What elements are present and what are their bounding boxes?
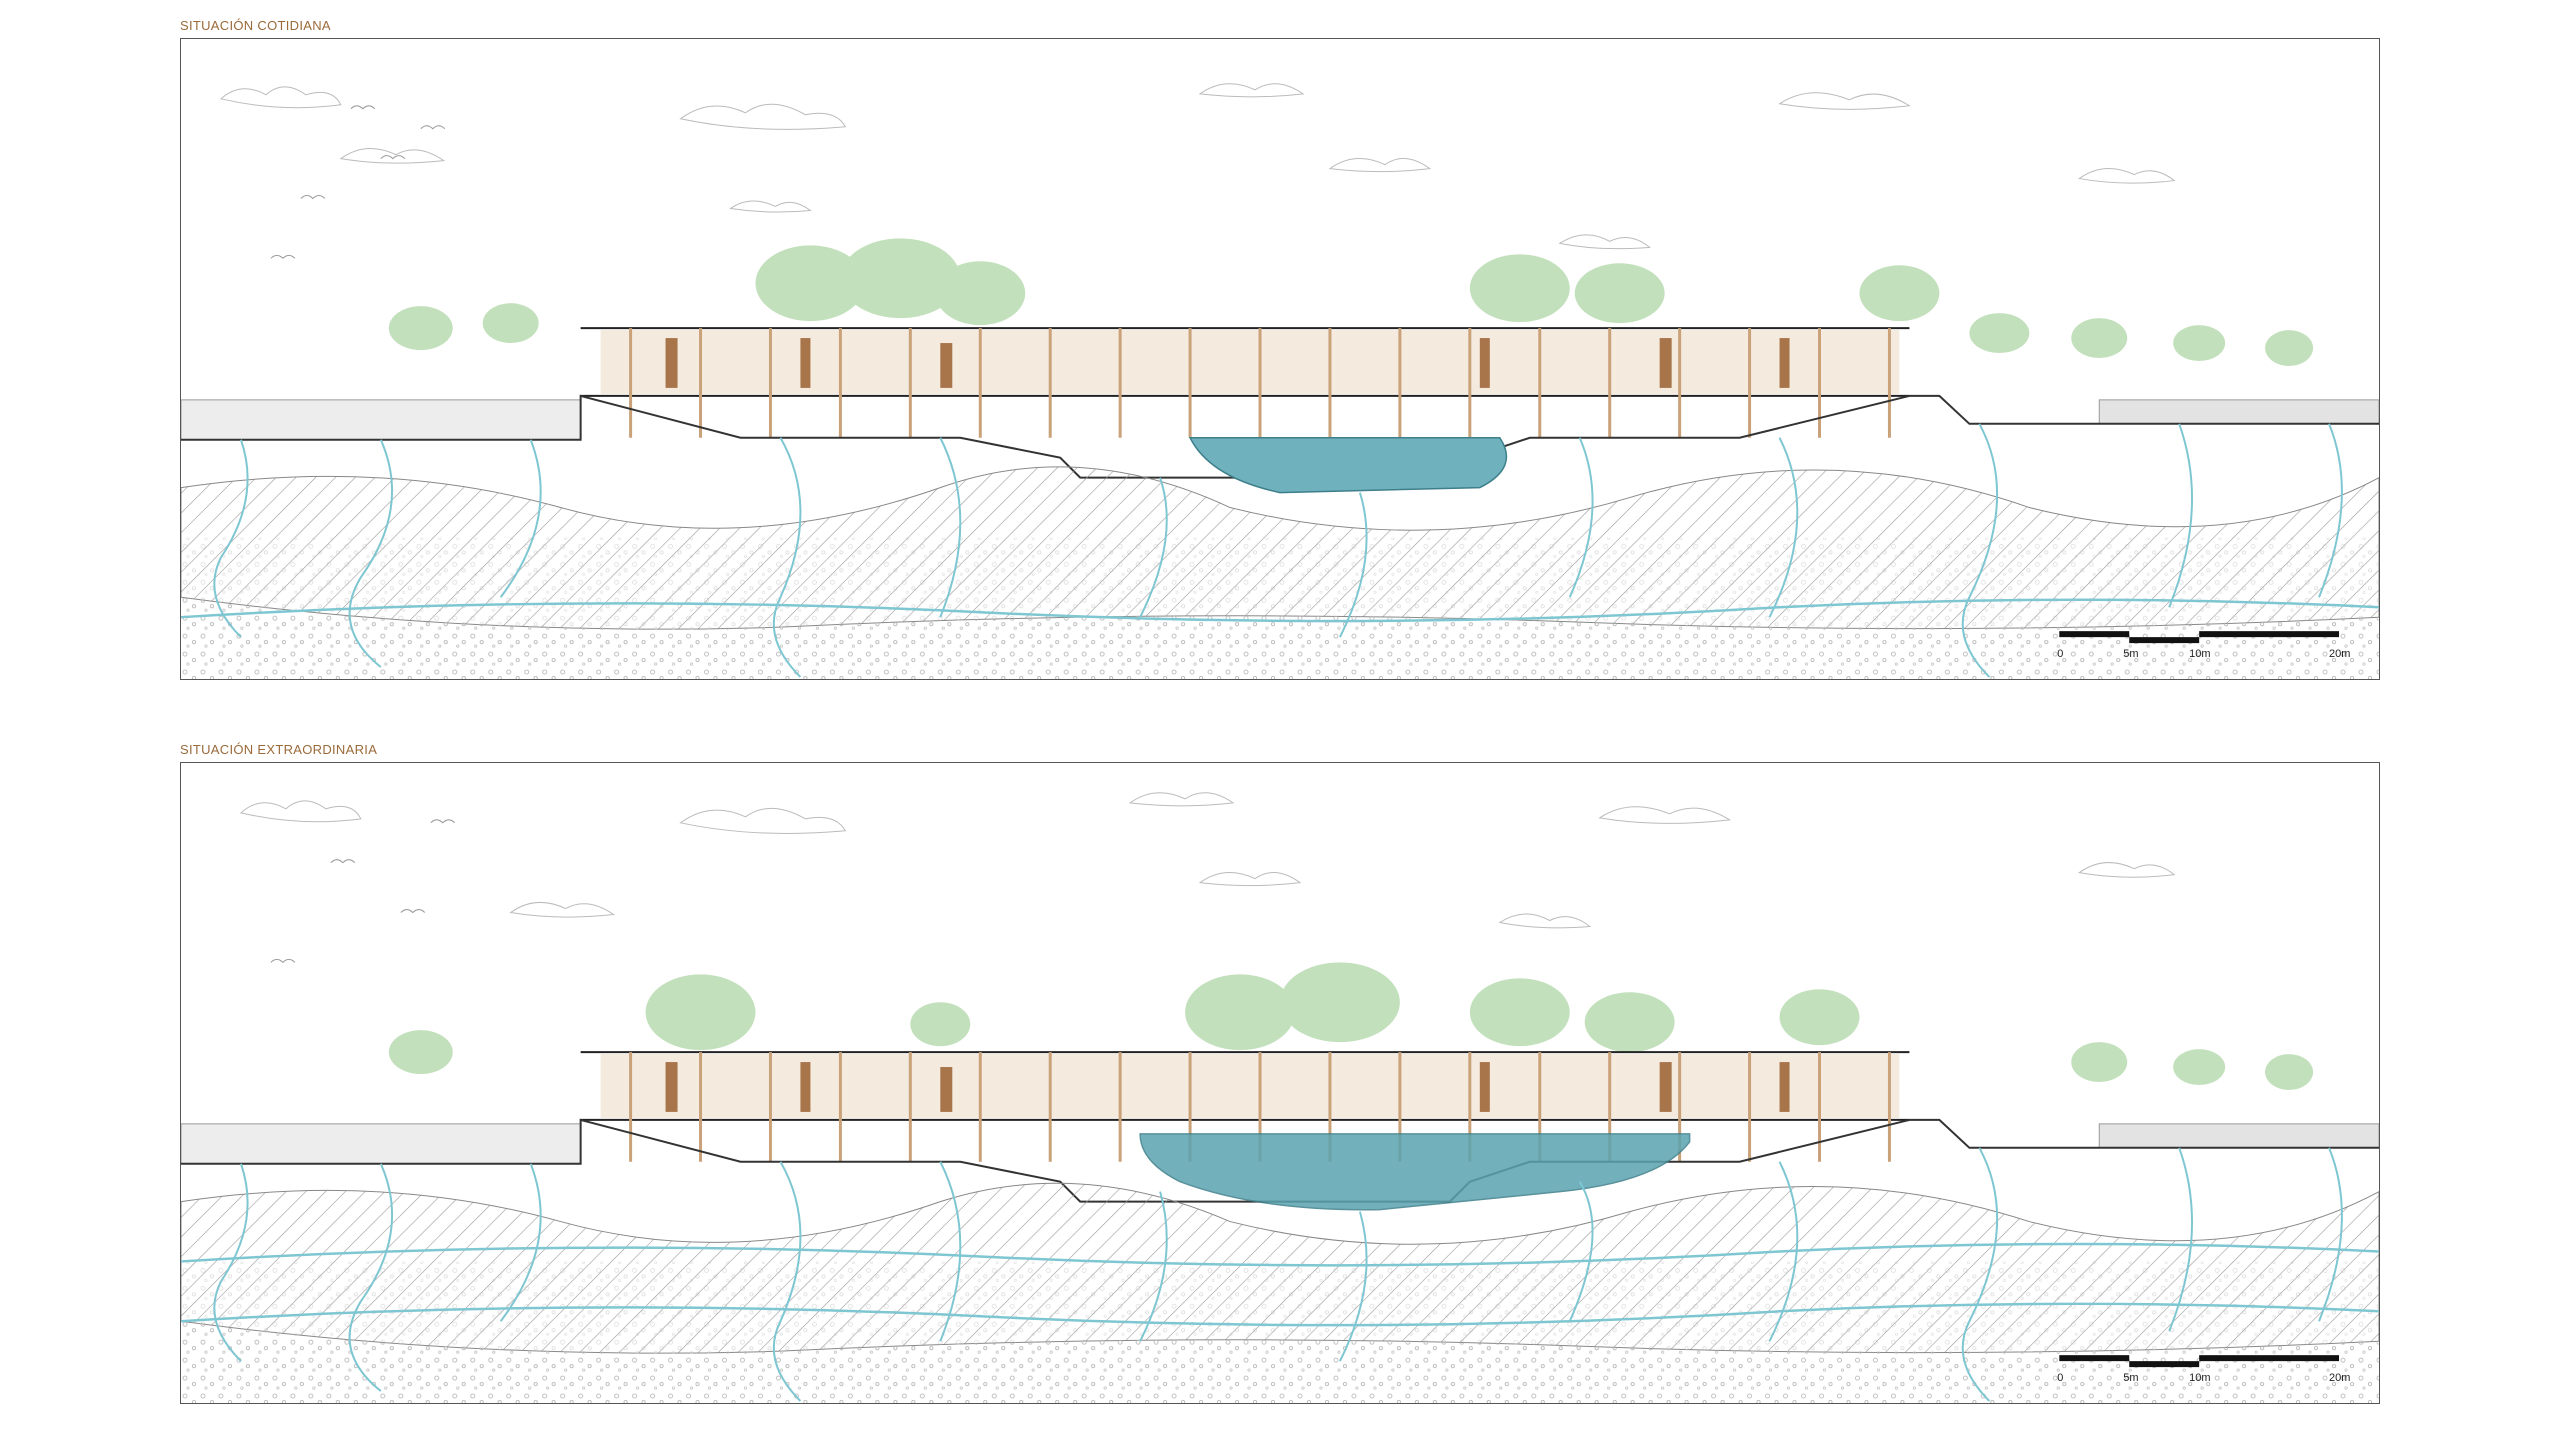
scale-bar: 0 5m 10m 20m xyxy=(2057,631,2350,660)
birds xyxy=(270,105,446,260)
groundwater-flows xyxy=(181,423,2379,678)
groundwater-flows xyxy=(181,1147,2379,1402)
section-drawing-cotidiana: 0 5m 10m 20m xyxy=(180,38,2380,680)
panel-title-cotidiana: SITUACIÓN COTIDIANA xyxy=(180,18,331,33)
left-plaza xyxy=(181,399,582,441)
scale-bar: 0 5m 10m 20m xyxy=(2057,1355,2350,1384)
left-plaza xyxy=(181,1123,582,1165)
scale-label-5m: 5m xyxy=(2123,1372,2138,1384)
scale-label-10m: 10m xyxy=(2189,648,2210,660)
section-svg-cotidiana: 0 5m 10m 20m xyxy=(181,83,2379,679)
section-svg-extraordinaria: 0 5m 10m 20m xyxy=(181,792,2379,1403)
water-pool xyxy=(1188,437,1508,494)
clouds xyxy=(239,792,2176,929)
scale-label-20m: 20m xyxy=(2329,648,2350,660)
building-section xyxy=(580,327,1910,438)
clouds xyxy=(219,83,2176,250)
right-plaza xyxy=(2098,399,2379,425)
building-section xyxy=(580,1051,1910,1162)
scale-label-0: 0 xyxy=(2057,1372,2063,1384)
birds xyxy=(270,819,456,964)
scale-label-20m: 20m xyxy=(2329,1372,2350,1384)
scale-label-0: 0 xyxy=(2057,648,2063,660)
scale-label-5m: 5m xyxy=(2123,648,2138,660)
section-drawing-extraordinaria: 0 5m 10m 20m xyxy=(180,762,2380,1404)
scale-label-10m: 10m xyxy=(2189,1372,2210,1384)
panel-title-extraordinaria: SITUACIÓN EXTRAORDINARIA xyxy=(180,742,378,757)
tree-canopies xyxy=(388,962,2314,1090)
right-plaza xyxy=(2098,1123,2379,1149)
tree-canopies xyxy=(388,238,2314,366)
water-pool xyxy=(1139,1133,1691,1211)
